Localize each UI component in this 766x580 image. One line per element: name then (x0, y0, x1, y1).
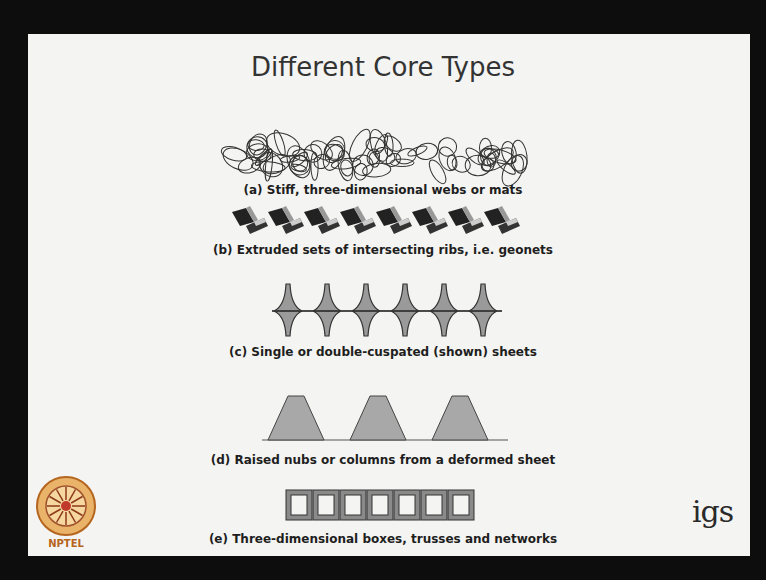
rib (354, 218, 376, 234)
geonet-core (232, 206, 520, 234)
logo-spoke (69, 511, 76, 522)
rib-face (426, 206, 438, 222)
box-void (426, 495, 442, 515)
rib (498, 218, 520, 234)
rib-face (362, 218, 374, 226)
fiber-loop (365, 147, 381, 166)
box-void (453, 495, 469, 515)
rib-face (290, 218, 302, 226)
box-void (345, 495, 361, 515)
box-cell (286, 490, 312, 520)
raised-nub-core (262, 396, 508, 440)
logo-text: igs (692, 494, 733, 529)
fiber-loop (372, 133, 390, 156)
nptel-logo (37, 477, 95, 535)
rib (246, 218, 268, 234)
fiber-loop (245, 142, 270, 162)
fiber-loop (394, 146, 418, 166)
logo-spoke (71, 509, 82, 516)
fiber-loop (336, 149, 356, 182)
fiber-loop (319, 134, 349, 174)
fiber-loop (478, 143, 517, 175)
rib-face (326, 218, 338, 226)
rib (282, 218, 304, 234)
rib-face (434, 218, 446, 226)
rib-face (470, 218, 482, 226)
fiber-loop (436, 144, 460, 173)
rib-face (390, 206, 402, 222)
fiber-loop (495, 158, 517, 177)
rib-face (318, 206, 330, 222)
cuspated-sheet-core (272, 284, 502, 336)
logo-text: NPTEL (36, 538, 96, 549)
fiber-loop (345, 126, 374, 164)
logo-spoke (69, 490, 76, 501)
box-void (399, 495, 415, 515)
fiber-loop (307, 137, 336, 164)
fiber-loop (480, 147, 499, 159)
caption: (a) Stiff, three-dimensional webs or mat… (133, 183, 633, 197)
logo-spoke (50, 497, 61, 504)
logo-spoke (57, 490, 64, 501)
box-cell (448, 490, 474, 520)
fiber-loop (390, 159, 414, 166)
box-void (291, 495, 307, 515)
logo-spoke (65, 512, 67, 525)
web-mat-core (219, 126, 530, 189)
rib (426, 218, 448, 234)
caption: (d) Raised nubs or columns from a deform… (133, 453, 633, 467)
nub (268, 396, 324, 440)
slide-background (28, 34, 750, 556)
rib-face (354, 206, 366, 222)
logo-spoke (57, 511, 64, 522)
fiber-loop (384, 133, 394, 157)
nub (350, 396, 406, 440)
fiber-loop (283, 142, 315, 181)
box-void (318, 495, 334, 515)
rib-face (498, 206, 510, 222)
nub (432, 396, 488, 440)
fiber-loop (426, 157, 449, 186)
box-truss-core (286, 490, 474, 520)
caption: (b) Extruded sets of intersecting ribs, … (133, 243, 633, 257)
fiber-loop (479, 138, 491, 158)
box-void (372, 495, 388, 515)
fiber-loop (312, 152, 332, 171)
fiber-loop (272, 129, 287, 157)
logo-spoke (65, 487, 67, 500)
fiber-loop (220, 144, 249, 164)
rib (318, 218, 340, 234)
logo-spoke (50, 509, 61, 516)
logo-spoke (47, 505, 60, 507)
logo-spoke (71, 497, 82, 504)
box-cell (313, 490, 339, 520)
slide-title: Different Core Types (183, 52, 583, 82)
rib-face (246, 206, 258, 222)
rib (390, 218, 412, 234)
logo-spoke (72, 505, 85, 507)
caption: (e) Three-dimensional boxes, trusses and… (133, 532, 633, 546)
rib-face (462, 206, 474, 222)
fiber-loop (254, 148, 287, 182)
fiber-loop (407, 144, 429, 158)
fiber-loop (415, 142, 439, 162)
rib-face (398, 218, 410, 226)
box-cell (394, 490, 420, 520)
rib (462, 218, 484, 234)
box-cell (421, 490, 447, 520)
box-cell (340, 490, 366, 520)
fiber-loop (450, 153, 473, 174)
fiber-loop (465, 155, 492, 177)
rib-face (506, 218, 518, 226)
box-cell (367, 490, 393, 520)
rib-face (254, 218, 266, 226)
caption: (c) Single or double-cuspated (shown) sh… (133, 345, 633, 359)
rib-face (282, 206, 294, 222)
fiber-loop (243, 132, 273, 162)
